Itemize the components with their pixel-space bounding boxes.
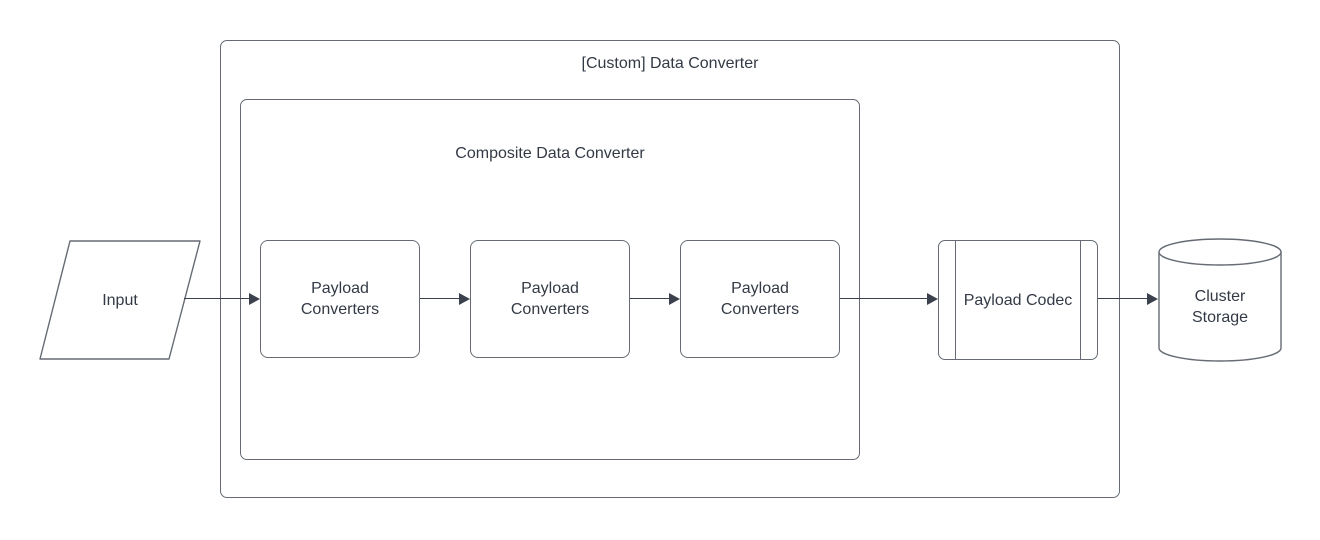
- custom-data-converter-group: [Custom] Data Converter: [220, 40, 1120, 498]
- arrow-shaft: [420, 298, 461, 299]
- input-label: Input: [102, 291, 138, 309]
- arrow-converter1-to-converter2: [420, 293, 470, 305]
- arrowhead-icon: [249, 293, 260, 305]
- payload-converters-label-1: Payload Converters: [300, 280, 380, 318]
- payload-codec-node: Payload Codec: [938, 240, 1098, 360]
- cluster-storage-node: Cluster Storage: [1158, 238, 1282, 362]
- arrowhead-icon: [459, 293, 470, 305]
- arrow-converter3-to-codec: [840, 293, 938, 305]
- arrow-converter2-to-converter3: [630, 293, 680, 305]
- cluster-storage-label: Cluster Storage: [1191, 288, 1249, 326]
- arrow-shaft: [184, 298, 251, 299]
- arrowhead-icon: [669, 293, 680, 305]
- arrowhead-icon: [1147, 293, 1158, 305]
- arrow-input-to-converter1: [184, 293, 260, 305]
- codec-left-bar: [955, 241, 956, 359]
- arrow-codec-to-storage: [1098, 293, 1158, 305]
- input-node: Input: [39, 240, 201, 360]
- arrow-shaft: [630, 298, 671, 299]
- payload-codec-label: Payload Codec: [963, 291, 1073, 309]
- composite-data-converter-title: Composite Data Converter: [455, 145, 645, 162]
- composite-data-converter-group: Composite Data Converter: [240, 99, 860, 460]
- codec-right-bar: [1080, 241, 1081, 359]
- cylinder-shape: [1158, 238, 1282, 362]
- arrowhead-icon: [927, 293, 938, 305]
- arrow-shaft: [840, 298, 929, 299]
- payload-converters-label-3: Payload Converters: [720, 280, 800, 318]
- payload-converters-node-3: Payload Converters: [680, 240, 840, 358]
- payload-converters-label-2: Payload Converters: [510, 280, 590, 318]
- custom-data-converter-title: [Custom] Data Converter: [581, 55, 759, 72]
- payload-converters-node-1: Payload Converters: [260, 240, 420, 358]
- parallelogram-shape: [39, 240, 201, 360]
- arrow-shaft: [1098, 298, 1149, 299]
- payload-converters-node-2: Payload Converters: [470, 240, 630, 358]
